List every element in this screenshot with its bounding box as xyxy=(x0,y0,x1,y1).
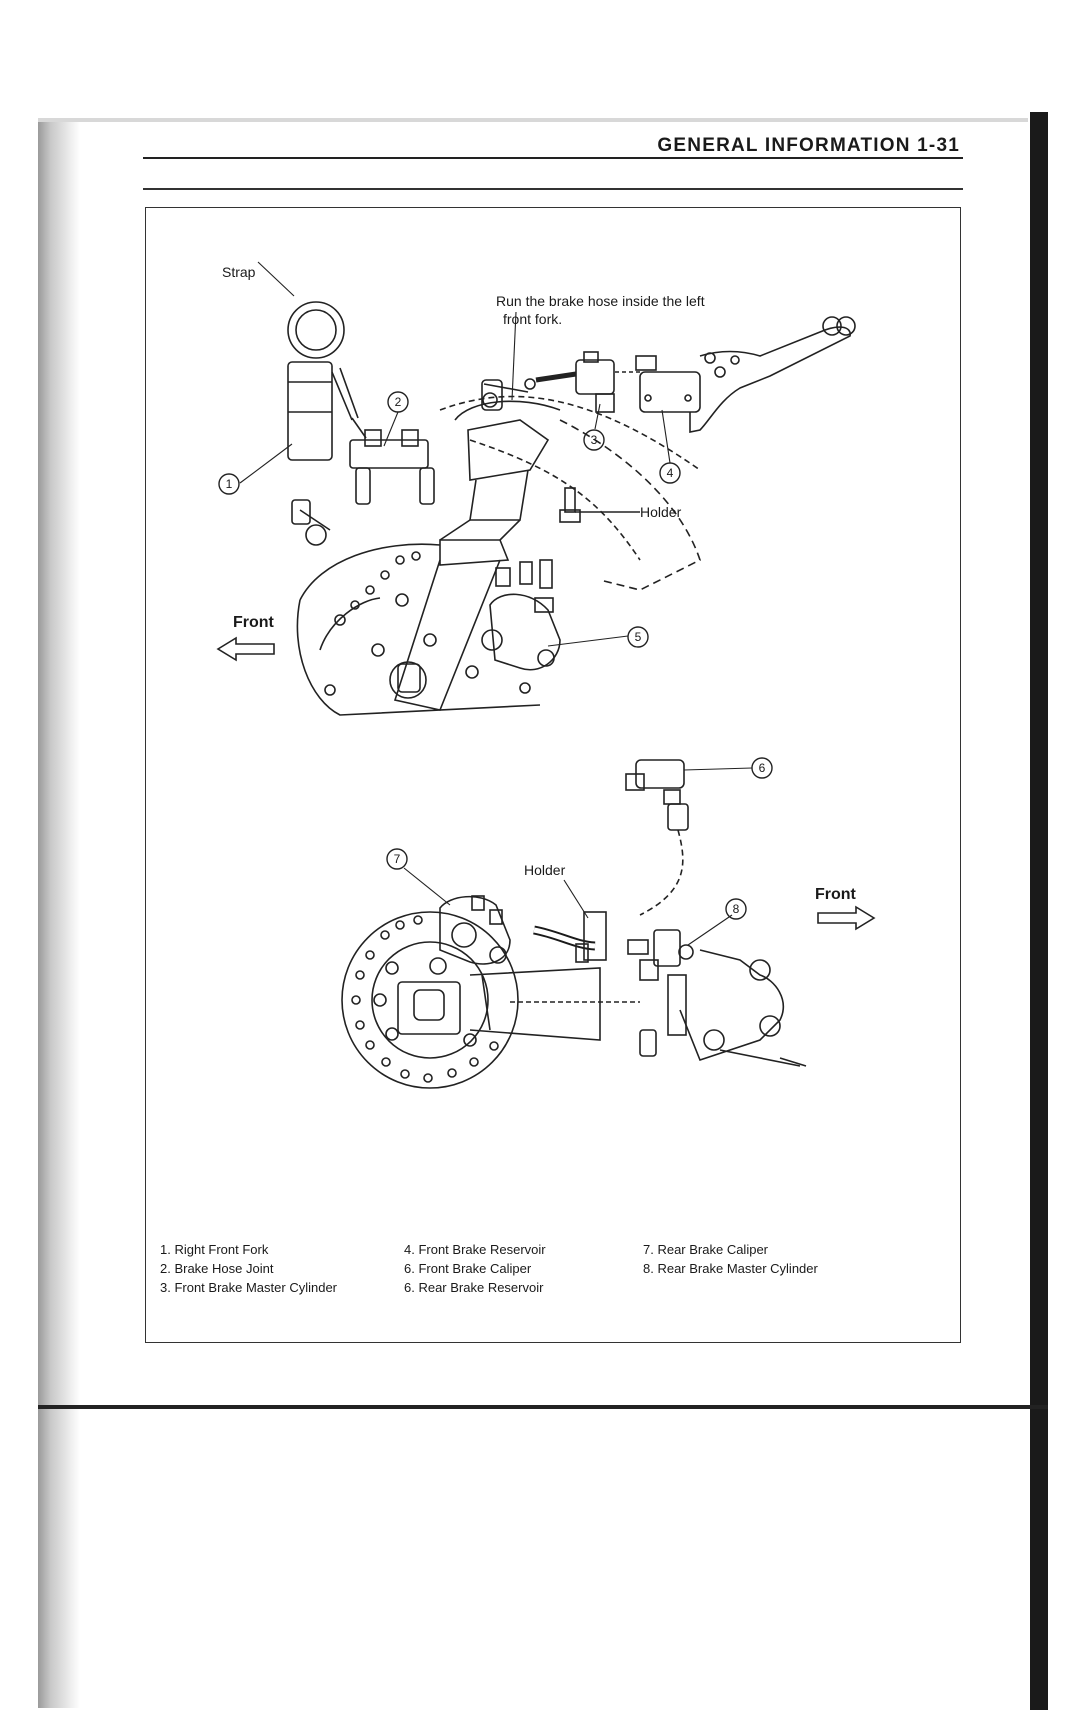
front-brake-caliper-part xyxy=(481,559,561,671)
left-front-fork-part xyxy=(389,395,701,711)
front-master-cylinder-part xyxy=(481,351,615,413)
legend-item: 6. Front Brake Caliper xyxy=(404,1261,532,1276)
page-right-edge xyxy=(1030,112,1048,1710)
rear-swingarm-part xyxy=(397,967,640,1041)
legend-item: 8. Rear Brake Master Cylinder xyxy=(643,1261,818,1276)
legend-item: 3. Front Brake Master Cylinder xyxy=(160,1280,338,1295)
front-label-right: Front xyxy=(815,886,856,903)
strap-label: Strap xyxy=(222,264,256,280)
page-header-title: GENERAL INFORMATION 1-31 xyxy=(657,135,960,156)
front-label-left: Front xyxy=(233,614,274,631)
callout-2: 2 xyxy=(395,395,402,409)
callout-3: 3 xyxy=(591,433,598,447)
page-binding-shadow xyxy=(38,118,80,1708)
rear-brake-disc-part xyxy=(341,911,519,1089)
callout-8: 8 xyxy=(733,902,740,916)
front-reservoir-and-lever-part xyxy=(615,316,856,433)
header-rule-lower xyxy=(143,188,963,190)
legend-item: 6. Rear Brake Reservoir xyxy=(404,1280,544,1295)
rear-brake-caliper-part xyxy=(429,895,511,975)
holder-rear-label: Holder xyxy=(524,862,566,878)
figure-frame xyxy=(145,207,961,1343)
brake-hose-joint-part xyxy=(349,417,435,505)
page-top-edge xyxy=(38,118,1028,122)
legend-column-2: 4. Front Brake Reservoir 6. Front Brake … xyxy=(404,1240,546,1297)
rear-hose-holder-part xyxy=(533,911,607,963)
brake-hose-routing-diagram: 1 2 3 4 5 6 7 8 xyxy=(216,261,876,1089)
callout-4: 4 xyxy=(667,466,674,480)
callout-7: 7 xyxy=(394,852,401,866)
banjo-fitting-part xyxy=(291,499,331,546)
legend-column-1: 1. Right Front Fork 2. Brake Hose Joint … xyxy=(160,1240,337,1297)
holder-front-label: Holder xyxy=(640,504,682,520)
front-brake-disc-part xyxy=(296,543,541,716)
legend-item: 4. Front Brake Reservoir xyxy=(404,1242,546,1257)
rear-master-cylinder-part xyxy=(627,929,807,1067)
header-rule xyxy=(143,157,963,159)
right-front-fork-part xyxy=(287,301,359,461)
callout-6: 6 xyxy=(759,761,766,775)
legend-item: 2. Brake Hose Joint xyxy=(160,1261,274,1276)
routing-note-line2: front fork. xyxy=(503,311,563,327)
page-bottom-edge xyxy=(38,1405,1048,1409)
callout-1: 1 xyxy=(226,477,233,491)
callout-5: 5 xyxy=(635,630,642,644)
front-hose-holder-part xyxy=(559,487,640,523)
routing-note-line1: Run the brake hose inside the left xyxy=(496,293,705,309)
front-arrow-left xyxy=(216,636,275,662)
front-arrow-right xyxy=(817,905,876,931)
rear-reservoir-part xyxy=(625,759,689,916)
legend-item: 7. Rear Brake Caliper xyxy=(643,1242,768,1257)
legend-column-3: 7. Rear Brake Caliper 8. Rear Brake Mast… xyxy=(643,1240,818,1278)
legend-item: 1. Right Front Fork xyxy=(160,1242,269,1257)
